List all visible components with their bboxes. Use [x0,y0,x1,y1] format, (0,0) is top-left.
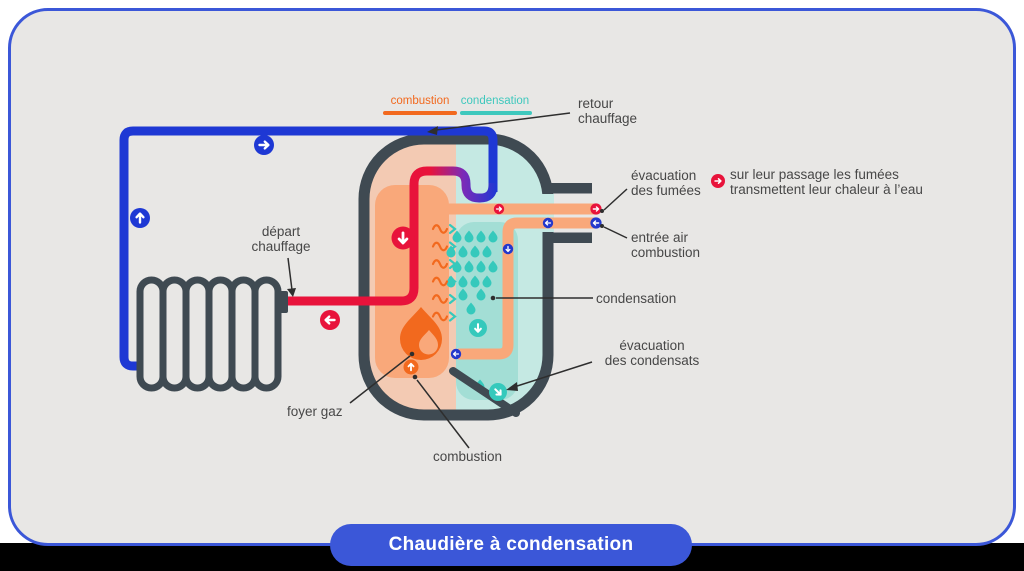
label-condensation: condensation [596,291,677,306]
legend-combustion-label: combustion [390,95,450,107]
air-intake-dots [450,217,602,360]
title-badge-label: Chaudière à condensation [388,534,634,555]
flow-arrow-right-icon [254,135,274,155]
radiator-connector [276,291,288,313]
heat-transfer-arrows [431,223,457,322]
label-foyer-gaz: foyer gaz [287,404,343,419]
label-evacuation-condensats: évacuation des condensats [604,338,700,369]
flame-icon [400,307,442,360]
flow-arrow-up-icon [130,208,150,228]
air-intake-pipe [458,217,597,360]
flow-arrow-left-icon [320,310,340,330]
label-evacuation-fumees: évacuation des fumées [631,168,701,199]
title-badge: Chaudière à condensation [330,524,692,566]
radiator [136,276,288,392]
boiler-shell [358,133,554,421]
label-depart-chauffage: départ chauffage [251,224,311,255]
label-lines [287,112,628,449]
condensate-drain-pipe [449,367,520,417]
label-entree-air: entrée air combustion [631,230,701,261]
legend-combustion-bar [383,111,457,115]
condensate-arrow-down-icon [469,319,487,337]
legend-condensation-bar [460,111,532,115]
label-fumees-note: sur leur passage les fumées transmettent… [730,167,923,198]
combustion-arrow-up-icon [403,359,419,375]
supply-pipe [287,166,498,306]
condensate-arrow-downright-icon [489,383,507,401]
label-combustion: combustion [433,449,503,464]
note-arrow-icon [711,174,725,188]
return-pipe [119,126,498,371]
legend-condensation-label: condensation [460,95,530,107]
flue-gas-dots [493,203,602,215]
flue-duct [546,183,592,243]
pump-arrow-down-icon [391,226,415,250]
label-retour-chauffage: retour chauffage [578,96,638,127]
